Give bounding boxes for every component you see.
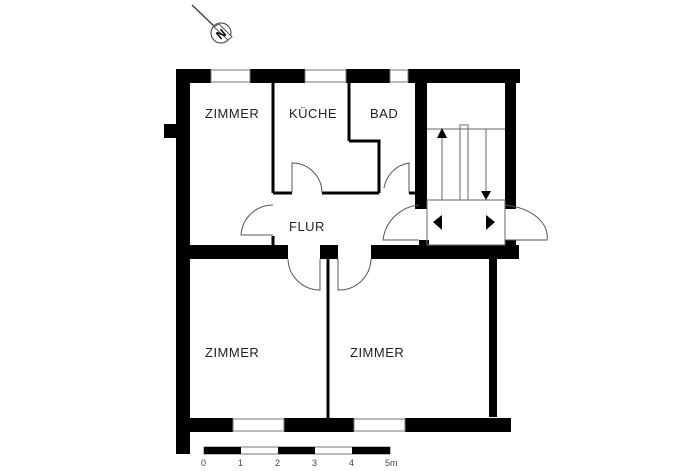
arrow-down-icon [481,191,491,200]
room-label-zimmer-bottom-right: ZIMMER [350,345,405,360]
room-label-kueche: KÜCHE [289,106,338,121]
scale-tick-4: 4 [349,458,355,468]
door-swings [240,162,548,291]
scale-bar [203,446,391,455]
arrow-up-icon [437,128,447,138]
arrow-left-icon [433,215,442,230]
stairs-icon [426,124,506,246]
interior-walls [271,83,415,418]
compass-north-icon: N [191,4,233,44]
scale-tick-1: 1 [238,458,244,468]
room-label-zimmer-top-left: ZIMMER [205,106,260,121]
room-label-flur: FLUR [289,219,325,234]
room-label-bad: BAD [370,106,399,121]
scale-tick-0: 0 [201,458,207,468]
scale-tick-3: 3 [312,458,318,468]
walls [164,69,520,454]
scale-tick-5: 5m [385,458,398,468]
scale-tick-2: 2 [275,458,281,468]
arrow-right-icon [486,215,495,230]
room-label-zimmer-bottom-left: ZIMMER [205,345,260,360]
windows [210,69,409,432]
